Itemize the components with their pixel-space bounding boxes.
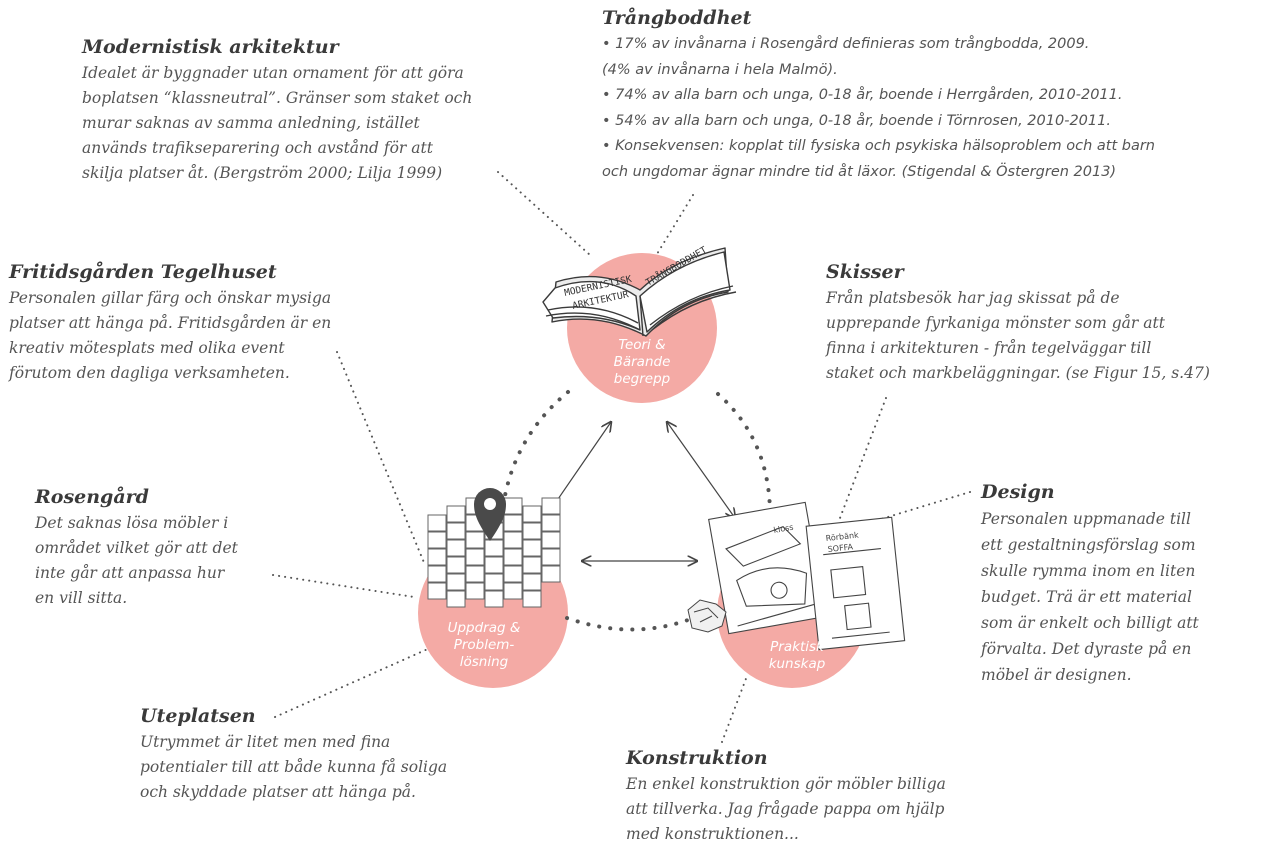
tile <box>522 505 542 523</box>
tile <box>522 539 542 557</box>
leader-konstruktion <box>721 675 748 743</box>
tile <box>541 531 561 549</box>
arc-uppdrag-praktisk <box>565 616 690 632</box>
note-title: Trångboddhet <box>602 7 752 29</box>
sketch-paper-a <box>708 501 826 635</box>
note-title: Skisser <box>826 261 904 283</box>
circle-label-praktisk: Praktisk kunskap <box>768 639 826 672</box>
tile <box>446 556 466 574</box>
note-title: Modernistisk arkitektur <box>82 36 339 58</box>
note-uteplatsen: Uteplatsen Utrymmet är litet men med fin… <box>140 705 447 805</box>
sketch-paper-b <box>805 516 906 651</box>
tile <box>465 582 485 600</box>
leader-lines <box>272 171 971 743</box>
note-title: Uteplatsen <box>140 705 256 727</box>
tile <box>522 573 542 591</box>
note-title: Rosengård <box>35 486 149 508</box>
note-body: Personalen uppmanade till ett gestaltnin… <box>981 510 1199 684</box>
note-body: Från platsbesök har jag skissat på de up… <box>826 289 1210 382</box>
map-pin-icon <box>474 488 506 541</box>
note-title: Design <box>981 481 1055 503</box>
tile <box>522 590 542 608</box>
tile <box>541 565 561 583</box>
note-fritidsgarden: Fritidsgården Tegelhuset Personalen gill… <box>9 261 331 386</box>
arrows <box>545 422 735 561</box>
arrow-teori-praktisk <box>667 422 735 518</box>
tile <box>522 556 542 574</box>
book-illustration <box>542 247 737 337</box>
sketch-text-b-1: Rörbänk <box>825 531 859 543</box>
note-konstruktion: Konstruktion En enkel konstruktion gör m… <box>626 747 946 847</box>
tile <box>503 548 523 566</box>
tile <box>484 590 504 608</box>
tile <box>446 522 466 540</box>
tile <box>503 497 523 515</box>
arc-teori-praktisk <box>716 392 772 517</box>
tile <box>427 531 447 549</box>
note-design: Design Personalen uppmanade till ett ges… <box>981 481 1199 688</box>
note-body: • 17% av invånarna i Rosengård definiera… <box>602 36 1155 180</box>
tile <box>484 573 504 591</box>
sketch-text-a: kloss <box>773 523 794 535</box>
tile <box>427 548 447 566</box>
note-body: En enkel konstruktion gör möbler billiga… <box>626 775 946 843</box>
tile <box>446 539 466 557</box>
leader-rosengard <box>272 574 415 598</box>
tile <box>503 582 523 600</box>
tile <box>541 514 561 532</box>
tile <box>446 505 466 523</box>
tile <box>465 548 485 566</box>
sketch-text-b-2: SOFFA <box>827 542 854 554</box>
tile <box>427 582 447 600</box>
tile <box>522 522 542 540</box>
tile <box>541 548 561 566</box>
crumpled-paper-icon <box>687 599 727 633</box>
arc-teori-uppdrag <box>500 390 570 517</box>
leader-design <box>877 491 971 521</box>
note-trangboddhet: Trångboddhet • 17% av invånarna i Roseng… <box>602 7 1155 185</box>
leader-uteplatsen <box>274 647 431 718</box>
tile <box>446 573 466 591</box>
note-skisser: Skisser Från platsbesök har jag skissat … <box>826 261 1210 386</box>
leader-fritidsgarden <box>336 351 426 566</box>
tile <box>446 590 466 608</box>
note-title: Fritidsgården Tegelhuset <box>9 261 277 283</box>
note-body: Utrymmet är litet men med fina potential… <box>140 733 448 801</box>
note-body: Det saknas lösa möbler i området vilket … <box>35 514 238 607</box>
tile <box>427 565 447 583</box>
note-title: Konstruktion <box>626 747 768 769</box>
tile <box>541 497 561 515</box>
leader-trangboddhet <box>656 194 694 255</box>
tile <box>484 556 504 574</box>
leader-modernistisk <box>497 171 591 256</box>
tile <box>427 514 447 532</box>
leader-skisser <box>839 397 887 519</box>
tile <box>503 531 523 549</box>
note-modernistisk: Modernistisk arkitektur Idealet är byggn… <box>82 36 472 186</box>
circle-label-uppdrag: Uppdrag & Problem- lösning <box>447 620 521 670</box>
tile <box>484 539 504 557</box>
tile <box>503 514 523 532</box>
note-rosengard: Rosengård Det saknas lösa möbler i områd… <box>35 486 238 611</box>
cycle-arcs <box>500 390 772 632</box>
tile <box>465 531 485 549</box>
circle-label-teori: Teori & Bärande begrepp <box>613 337 671 387</box>
tile <box>503 565 523 583</box>
note-body: Idealet är byggnader utan ornament för a… <box>82 64 473 182</box>
tile <box>465 565 485 583</box>
note-body: Personalen gillar färg och önskar mysiga… <box>9 289 332 382</box>
